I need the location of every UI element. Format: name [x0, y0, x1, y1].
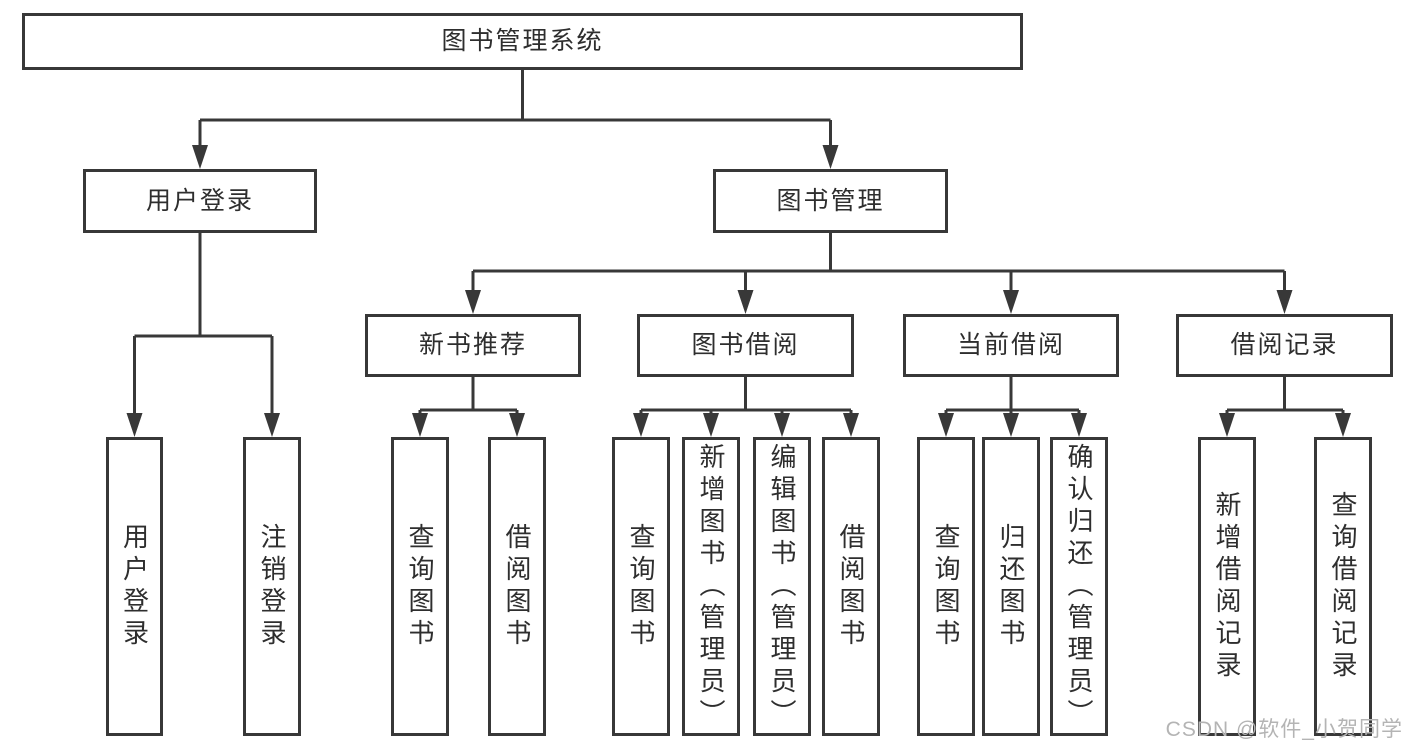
leaf-new-books-1: 查询图书 [391, 437, 449, 736]
node-borrow-records: 借阅记录 [1176, 314, 1393, 377]
leaf-borrow-records-1: 新增借阅记录 [1198, 437, 1256, 736]
leaf-current-borrow-3: 确认归还（管理员） [1050, 437, 1108, 736]
node-root: 图书管理系统 [22, 13, 1023, 70]
node-book-borrow: 图书借阅 [637, 314, 854, 377]
leaf-borrow-records-2: 查询借阅记录 [1314, 437, 1372, 736]
leaf-new-books-2: 借阅图书 [488, 437, 546, 736]
leaf-current-borrow-2: 归还图书 [982, 437, 1040, 736]
leaf-book-borrow-2: 新增图书（管理员） [682, 437, 740, 736]
leaf-book-borrow-4: 借阅图书 [822, 437, 880, 736]
node-current-borrow: 当前借阅 [903, 314, 1119, 377]
leaf-book-borrow-3: 编辑图书（管理员） [753, 437, 811, 736]
leaf-current-borrow-1: 查询图书 [917, 437, 975, 736]
leaf-user-login-1: 用户登录 [106, 437, 163, 736]
csdn-watermark: CSDN @软件_小贺同学 [1165, 718, 1403, 741]
leaf-user-login-2: 注销登录 [243, 437, 301, 736]
node-book-mgmt: 图书管理 [713, 169, 948, 233]
node-user-login: 用户登录 [83, 169, 317, 233]
node-new-books: 新书推荐 [365, 314, 581, 377]
leaf-book-borrow-1: 查询图书 [612, 437, 670, 736]
